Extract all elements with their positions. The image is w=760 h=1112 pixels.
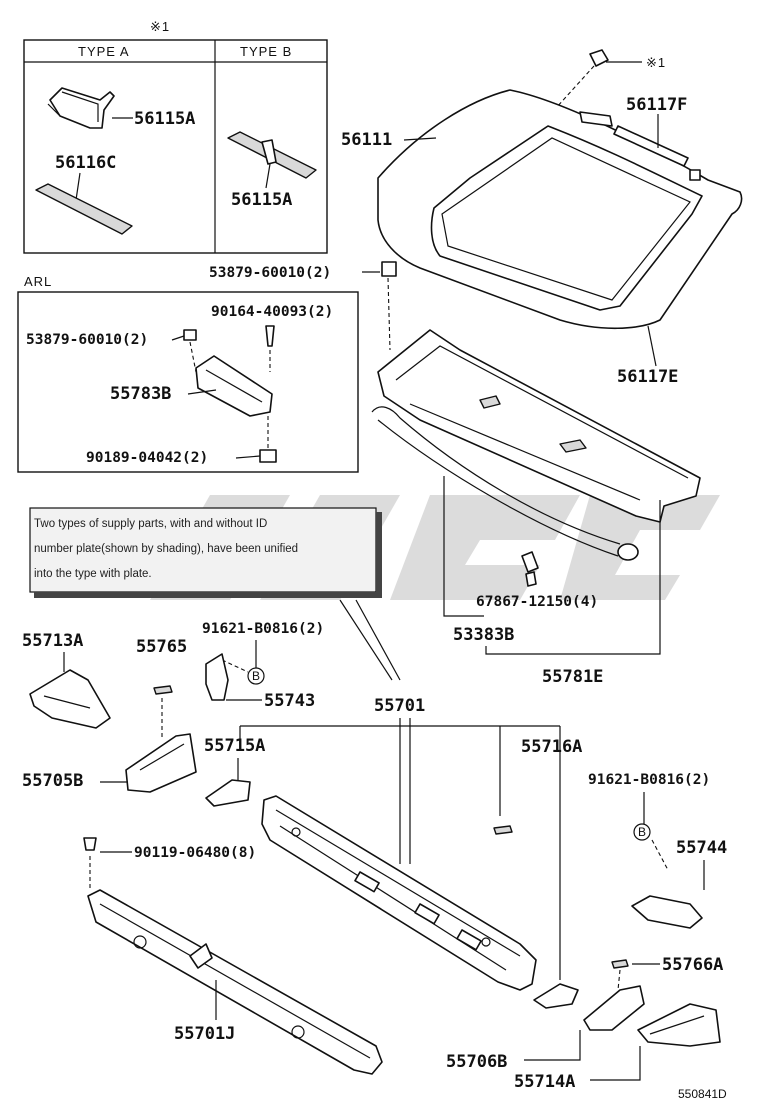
- clip-53879-top: [381, 261, 397, 277]
- clip-type-a-part: [47, 87, 115, 129]
- label-56117E: 56117E: [617, 367, 678, 387]
- bracket-55744: [631, 895, 703, 929]
- screw-90164: [265, 325, 275, 347]
- label-55743: 55743: [264, 691, 315, 711]
- label-56117F: 56117F: [626, 95, 687, 115]
- callout-mark-glass: ※1: [646, 55, 666, 70]
- clip-67867: [521, 551, 539, 573]
- label-53879-arl: 53879-60010(2): [26, 332, 148, 348]
- cowl-louver-55781E: [377, 329, 701, 523]
- label-53879-top: 53879-60010(2): [209, 265, 331, 281]
- label-56111: 56111: [341, 130, 392, 150]
- clip-53879-arl: [183, 329, 197, 341]
- plate-55716A: [493, 825, 513, 835]
- label-55783B: 55783B: [110, 384, 171, 404]
- label-55713A: 55713A: [22, 631, 83, 651]
- bracket-55705B: [125, 733, 197, 793]
- label-56116C: 56116C: [55, 153, 116, 173]
- diagram-code: 550841D: [678, 1087, 727, 1101]
- label-56115A-type-b: 56115A: [231, 190, 292, 210]
- label-55744: 55744: [676, 838, 727, 858]
- label-55701: 55701: [374, 696, 425, 716]
- label-55765: 55765: [136, 637, 187, 657]
- arl-heading: ARL: [24, 274, 52, 289]
- panel-55714A: [637, 1003, 721, 1047]
- callout-mark-top: ※1: [150, 19, 170, 34]
- bolt-marker-b-right: [633, 823, 651, 841]
- bracket-55706B: [583, 985, 645, 1031]
- panel-55713A: [29, 669, 111, 729]
- glass-molding-56117E: [430, 125, 703, 311]
- label-55701J: 55701J: [174, 1024, 235, 1044]
- label-91621-left: 91621-B0816(2): [202, 621, 324, 637]
- label-55706B: 55706B: [446, 1052, 507, 1072]
- label-55714A: 55714A: [514, 1072, 575, 1092]
- cowl-panel-55701: [261, 795, 537, 991]
- label-55715A: 55715A: [204, 736, 265, 756]
- label-55781E: 55781E: [542, 667, 603, 687]
- label-55766A: 55766A: [662, 955, 723, 975]
- seal-53383B: [371, 406, 621, 545]
- type-a-heading: TYPE A: [78, 44, 130, 59]
- note-line-2: number plate(shown by shading), have bee…: [34, 543, 298, 555]
- label-90189: 90189-04042(2): [86, 450, 208, 466]
- cowl-panel-55701J: [87, 889, 383, 1075]
- clip-type-b-part: [261, 139, 277, 165]
- note-box: [29, 507, 377, 593]
- molding-56117F: [613, 125, 689, 167]
- label-56115A-type-a: 56115A: [134, 109, 195, 129]
- label-90164: 90164-40093(2): [211, 304, 333, 320]
- type-box: [23, 39, 328, 254]
- bracket-55715A: [205, 779, 251, 807]
- label-67867: 67867-12150(4): [476, 594, 598, 610]
- plate-55766A: [611, 959, 629, 969]
- label-55716A: 55716A: [521, 737, 582, 757]
- clip-56117F-top: [589, 49, 609, 67]
- label-90119: 90119-06480(8): [134, 845, 256, 861]
- label-55705B: 55705B: [22, 771, 83, 791]
- type-b-heading: TYPE B: [240, 44, 292, 59]
- note-line-1: Two types of supply parts, with and with…: [34, 518, 267, 530]
- arl-box: [17, 291, 359, 473]
- nut-90189: [259, 449, 277, 463]
- bolt-marker-b-right-text: B: [638, 825, 646, 839]
- label-91621-right: 91621-B0816(2): [588, 772, 710, 788]
- id-plate-56116C: [35, 183, 133, 235]
- plate-55765: [153, 685, 173, 695]
- bolt-90119: [83, 837, 97, 851]
- bolt-marker-b-left-text: B: [252, 669, 260, 683]
- bracket-55716A: [533, 983, 579, 1009]
- note-line-3: into the type with plate.: [34, 568, 152, 580]
- label-53383B: 53383B: [453, 625, 514, 645]
- bracket-55743: [205, 653, 229, 701]
